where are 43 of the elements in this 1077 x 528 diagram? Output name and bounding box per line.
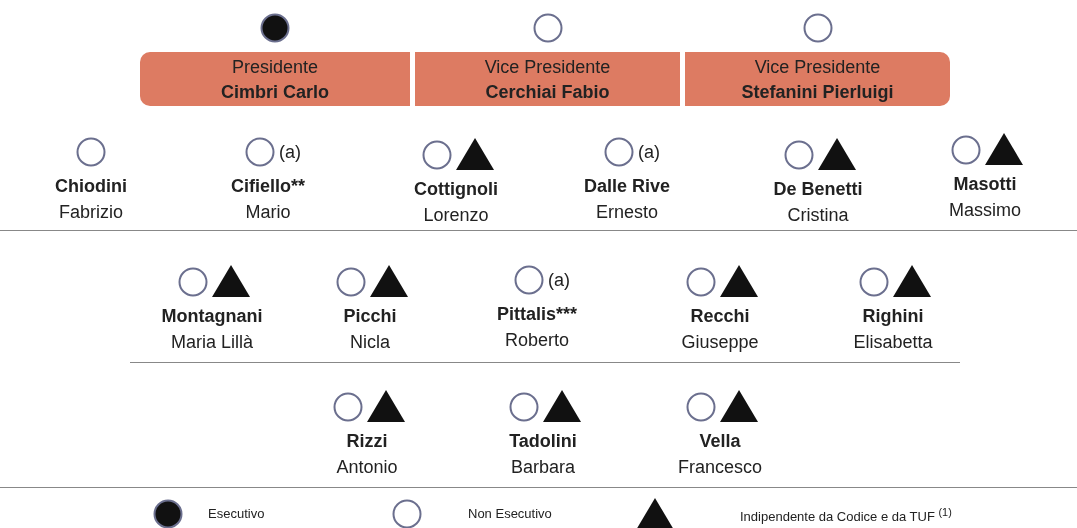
member-surname: Tadolini bbox=[509, 431, 577, 451]
member-surname: De Benetti bbox=[773, 179, 863, 199]
member-first-name: Fabrizio bbox=[59, 202, 123, 222]
member-surname: Montagnani bbox=[161, 306, 263, 326]
member-surname: Dalle Rive bbox=[584, 176, 670, 196]
role-title: Presidente bbox=[231, 57, 319, 77]
member-first-name: Mario bbox=[245, 202, 291, 222]
member-first-name: Ernesto bbox=[596, 202, 658, 222]
member-surname: Pittalis*** bbox=[497, 304, 577, 324]
member-first-name: Nicla bbox=[350, 332, 390, 352]
role-banner bbox=[685, 52, 950, 106]
member-name: Stefanini Pierluigi bbox=[741, 82, 894, 102]
role-title: Vice Presidente bbox=[484, 57, 611, 77]
member-surname: Righini bbox=[862, 306, 924, 326]
member-surname: Picchi bbox=[343, 306, 397, 326]
member-first-name: Cristina bbox=[787, 205, 849, 225]
member-surname: Cifiello** bbox=[231, 176, 305, 196]
role-banner bbox=[415, 52, 680, 106]
member-surname: Recchi bbox=[690, 306, 750, 326]
member-surname: Cottignoli bbox=[414, 179, 498, 199]
member-first-name: Roberto bbox=[505, 330, 569, 350]
member-surname: Vella bbox=[699, 431, 741, 451]
member-first-name: Maria Lillà bbox=[171, 332, 253, 352]
member-name: Cerchiai Fabio bbox=[485, 82, 610, 102]
member-first-name: Giuseppe bbox=[681, 332, 759, 352]
member-first-name: Massimo bbox=[949, 200, 1021, 220]
role-banner bbox=[140, 52, 410, 106]
note-mark: (a) bbox=[279, 142, 301, 162]
note-mark: (a) bbox=[548, 270, 570, 290]
member-first-name: Elisabetta bbox=[853, 332, 933, 352]
member-first-name: Antonio bbox=[336, 457, 398, 477]
legend-label: Indipendente da Codice e da TUF $^{(1)}$ bbox=[740, 506, 952, 525]
legend-label: Esecutivo bbox=[208, 506, 265, 521]
member-surname: Chiodini bbox=[55, 176, 127, 196]
member-surname: Masotti bbox=[953, 174, 1017, 194]
role-title: Vice Presidente bbox=[754, 57, 881, 77]
member-first-name: Francesco bbox=[678, 457, 762, 477]
legend-label: Non Esecutivo bbox=[468, 506, 552, 521]
note-mark: (a) bbox=[638, 142, 660, 162]
member-surname: Rizzi bbox=[346, 431, 388, 451]
member-first-name: Lorenzo bbox=[423, 205, 489, 225]
member-first-name: Barbara bbox=[511, 457, 575, 477]
member-name: Cimbri Carlo bbox=[221, 82, 329, 102]
